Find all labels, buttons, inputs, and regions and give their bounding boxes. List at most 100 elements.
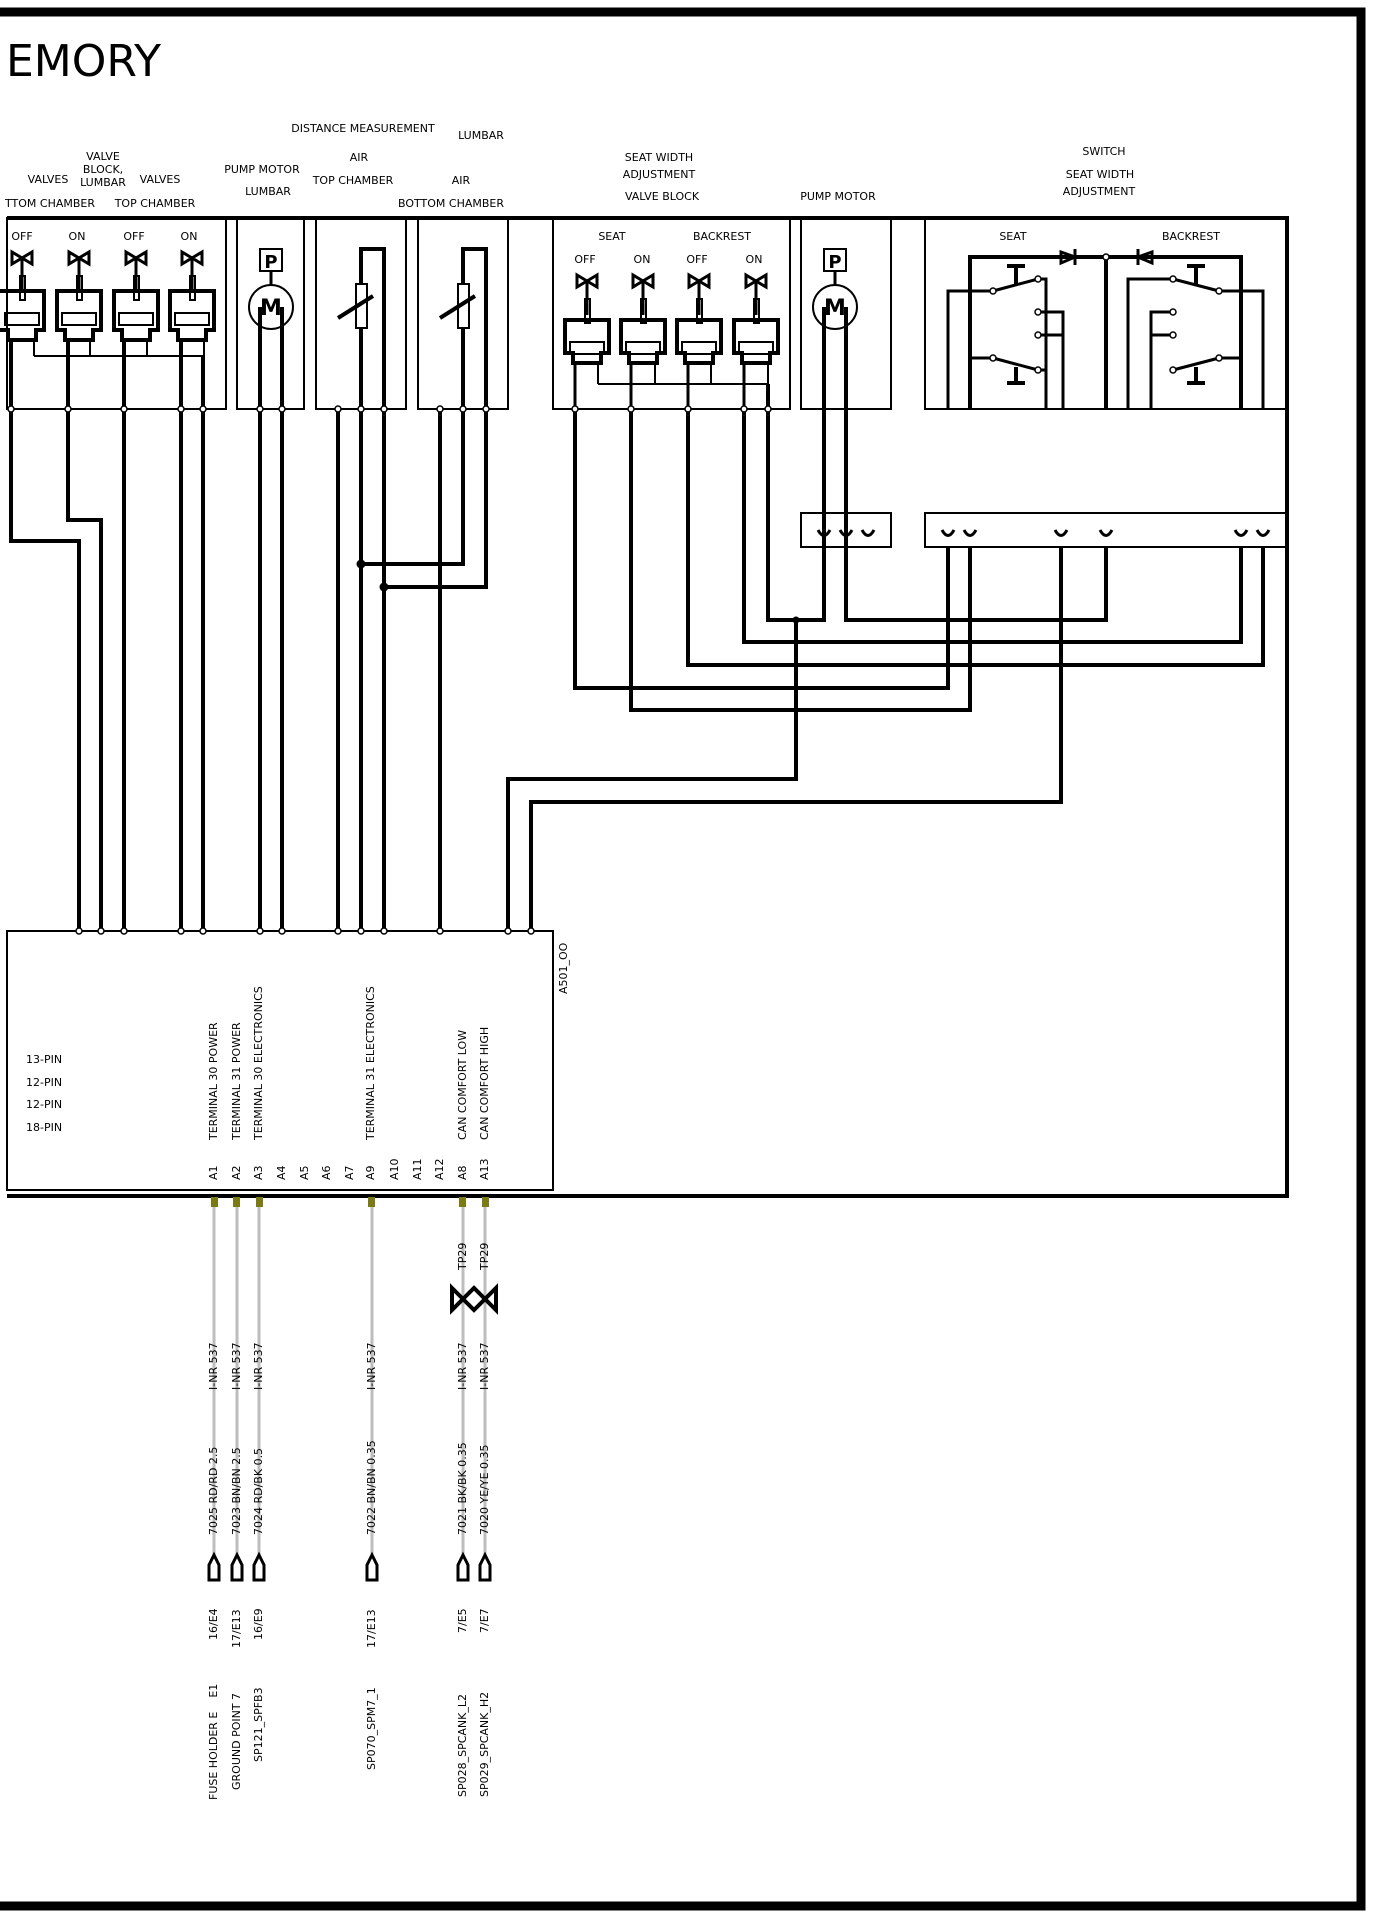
control-unit-box — [6, 930, 554, 1191]
seat-label: SEAT — [598, 230, 626, 243]
pump-motor-lumbar-line2: LUMBAR — [245, 185, 291, 198]
wire-code: I-NR 537 — [365, 1342, 378, 1390]
lumbar-label: LUMBAR — [458, 129, 504, 142]
wire-dest: SP121_SPFB3 — [252, 1687, 265, 1762]
top-chamber-left-label: TOP CHAMBER — [114, 197, 196, 210]
valve-state-label: ON — [746, 253, 763, 266]
switch-label-line1: SWITCH — [1082, 145, 1125, 158]
bottom-chamber-left-label: TTOM CHAMBER — [4, 197, 95, 210]
solenoid-valve-5 — [563, 272, 611, 365]
solenoid-valve-7 — [675, 272, 723, 365]
twist-label: TP29 — [478, 1243, 491, 1271]
wire-ref: 7/E5 — [456, 1608, 469, 1633]
solenoid-valve-4 — [168, 249, 216, 342]
control-unit: A501_OO 13-PIN 12-PIN 12-PIN 18-PIN TERM… — [26, 942, 570, 1180]
pump-motor-lumbar-line1: PUMP MOTOR — [224, 163, 300, 176]
switch-seat-label: SEAT — [999, 230, 1027, 243]
pin-label: A5 — [298, 1165, 311, 1180]
pin-function-label: TERMINAL 30 ELECTRONICS — [252, 986, 265, 1141]
pin-label: A11 — [411, 1158, 424, 1180]
valve-block-lumbar-line2: BLOCK, — [83, 163, 123, 176]
wire-spec: 7023 BN/BN 2.5 — [230, 1447, 243, 1535]
air-top-line2: TOP CHAMBER — [312, 174, 394, 187]
pump-symbol: P — [828, 252, 841, 273]
pin-label: A7 — [343, 1165, 356, 1180]
pin-label: A1 — [207, 1165, 220, 1180]
page-frame — [0, 7, 1366, 1911]
wire-spec: 7024 RD/BK 0.5 — [252, 1448, 265, 1535]
pin-label: A3 — [252, 1165, 265, 1180]
solenoid-valve-1 — [0, 249, 46, 342]
backrest-label: BACKREST — [693, 230, 751, 243]
pin-function-label: CAN COMFORT HIGH — [478, 1027, 491, 1140]
pump-symbol: P — [264, 252, 277, 273]
solenoid-valve-2 — [55, 249, 103, 342]
wire-spec: 7025 RD/RD 2.5 — [207, 1447, 220, 1535]
switch-backrest-label: BACKREST — [1162, 230, 1220, 243]
outgoing-harness: TP29 TP29 I-NR 537 7025 RD/RD 2.5 16/E4 … — [207, 1197, 498, 1800]
wire-code: I-NR 537 — [230, 1342, 243, 1390]
wire-ref: 17/E13 — [365, 1609, 378, 1648]
solenoid-valve-3 — [112, 249, 160, 342]
connector-label: 12-PIN — [26, 1076, 62, 1089]
pin-label: A6 — [320, 1165, 333, 1180]
valve-state-label: OFF — [123, 230, 144, 243]
control-unit-id: A501_OO — [557, 942, 570, 994]
connection-points — [7, 405, 772, 935]
air-top-line1: AIR — [350, 151, 369, 164]
air-bottom-line2: BOTTOM CHAMBER — [398, 197, 504, 210]
distance-measurement-label: DISTANCE MEASUREMENT — [291, 122, 435, 135]
valve-state-label: OFF — [11, 230, 32, 243]
motor-symbol: M — [824, 296, 846, 321]
connector-sockets — [816, 529, 1271, 537]
wire-code: I-NR 537 — [478, 1342, 491, 1390]
distance-sensor-bottom — [438, 247, 488, 409]
pin-label: A8 — [456, 1165, 469, 1180]
connector-label: 18-PIN — [26, 1121, 62, 1134]
valve-state-label: OFF — [686, 253, 707, 266]
seat-width-valve-line1: SEAT WIDTH — [625, 151, 693, 164]
lumbar-pump-box — [236, 217, 305, 410]
wire-ref: 16/E9 — [252, 1608, 265, 1640]
wire-ref: 16/E4 — [207, 1608, 220, 1640]
pin-label: A4 — [275, 1165, 288, 1180]
header-labels: VALVES VALVE BLOCK, LUMBAR VALVES TTOM C… — [4, 122, 1135, 210]
wire-dest: SP029_SPCANK_H2 — [478, 1692, 491, 1797]
twist-label: TP29 — [456, 1243, 469, 1271]
wire-code: I-NR 537 — [456, 1342, 469, 1390]
pin-label: A13 — [478, 1158, 491, 1180]
switch-connector-box — [924, 512, 1288, 548]
connector-label: 13-PIN — [26, 1053, 62, 1066]
valve-state-label: OFF — [574, 253, 595, 266]
valves-right-label: VALVES — [140, 173, 181, 186]
seat-width-valve-line2: ADJUSTMENT — [623, 168, 696, 181]
pin-label: A10 — [388, 1158, 401, 1180]
seat-width-switch: SEAT BACKREST — [946, 230, 1265, 409]
seat-width-valve-line3: VALVE BLOCK — [625, 190, 700, 203]
valve-block-lumbar: OFF ON OFF ON — [0, 230, 216, 357]
valves-left-label: VALVES — [28, 173, 69, 186]
solenoid-valve-6 — [619, 272, 667, 365]
pin-function-label: CAN COMFORT LOW — [456, 1030, 469, 1140]
pin-label: A2 — [230, 1165, 243, 1180]
pin-function-label: TERMINAL 31 ELECTRONICS — [364, 986, 377, 1141]
pump-motor-label: PUMP MOTOR — [800, 190, 876, 203]
pin-label: A9 — [364, 1165, 377, 1180]
distance-sensor-top — [336, 247, 386, 409]
valve-state-label: ON — [69, 230, 86, 243]
switch-label-line3: ADJUSTMENT — [1063, 185, 1136, 198]
lumbar-pump-motor: P M — [248, 248, 294, 330]
wire-ref: 7/E7 — [478, 1608, 491, 1633]
wire-spec: 7021 BK/BK 0.35 — [456, 1442, 469, 1535]
motor-symbol: M — [260, 296, 282, 321]
wire-spec: 7020 YE/YE 0.35 — [478, 1444, 491, 1535]
wire-spec: 7022 BN/BN 0.35 — [365, 1440, 378, 1535]
wire-dest: SP070_SPM7_1 — [365, 1687, 378, 1770]
valve-block-lumbar-line1: VALVE — [86, 150, 120, 163]
seat-width-valve-block-box — [552, 217, 791, 410]
valve-state-label: ON — [634, 253, 651, 266]
pin-label: A12 — [433, 1158, 446, 1180]
pin-function-label: TERMINAL 30 POWER — [207, 1022, 220, 1141]
wire-dest: SP028_SPCANK_L2 — [456, 1694, 469, 1797]
wire-code: I-NR 537 — [252, 1342, 265, 1390]
